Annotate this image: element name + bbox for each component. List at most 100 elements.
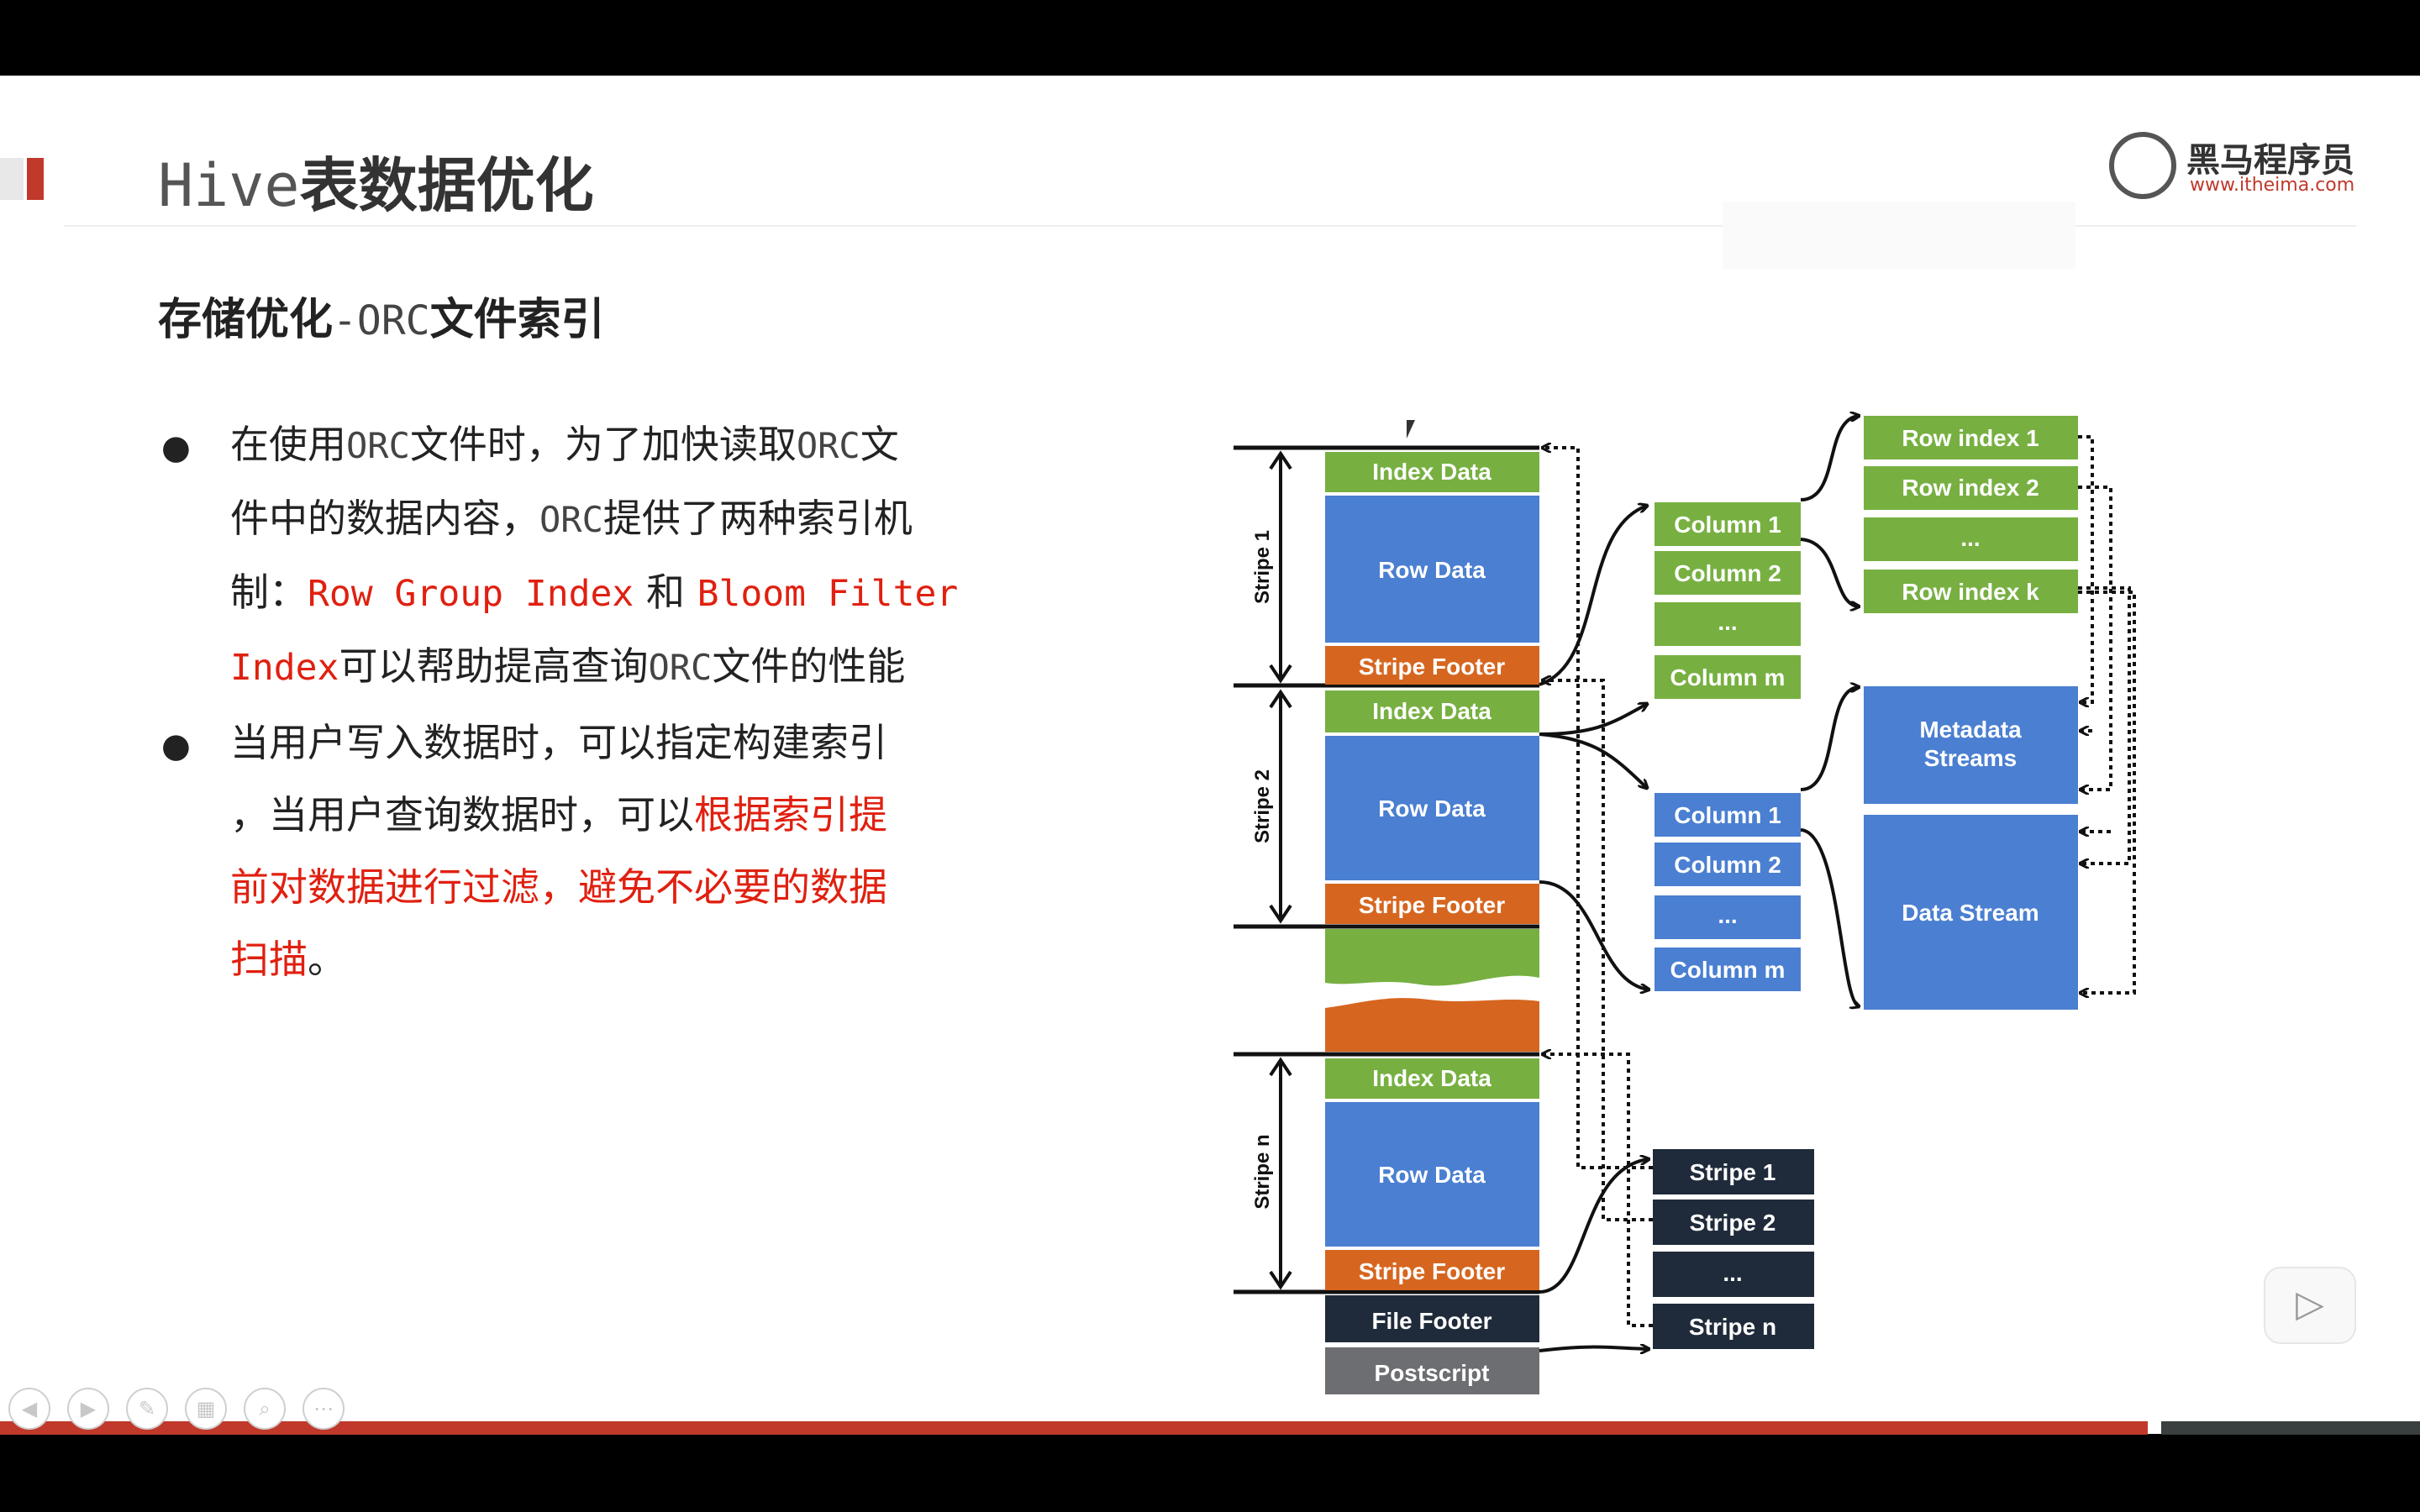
text-run: ORC: [346, 425, 410, 466]
row-index-block: [1864, 570, 2078, 613]
bullet-1-text: 在使用ORC文件时，为了加快读取ORC文 件中的数据内容，ORC提供了两种索引机…: [230, 408, 958, 704]
column-block: [1655, 793, 1801, 837]
more-icon[interactable]: ⋯: [302, 1388, 345, 1430]
row-index-label: Row index 2: [1902, 475, 2039, 501]
arrow-footer2-to-column-m: [1539, 880, 1649, 990]
pen-icon[interactable]: ✎: [126, 1388, 168, 1430]
dotted-connector-arrows: [1543, 435, 2136, 1327]
footer-stripe-label: Stripe 1: [1690, 1159, 1776, 1185]
footer-stripe-label: ...: [1723, 1260, 1742, 1286]
logo-url: www.itheima.com: [2190, 175, 2355, 196]
bullet-1-line-1: 在使用ORC文件时，为了加快读取ORC文: [230, 408, 958, 482]
text-run: 提供了两种索引机: [602, 496, 913, 541]
highlight-index: Index: [230, 647, 339, 689]
dotted-stripe1-ref: [1543, 448, 1653, 1169]
highlight-text: 根据索引提: [694, 792, 887, 837]
logo-horse-icon: [2109, 132, 2176, 199]
bullet-1-line-2: 件中的数据内容，ORC提供了两种索引机: [230, 482, 958, 556]
column-label: Column m: [1670, 957, 1786, 983]
bullet-1-line-3: 制：Row Group Index 和 Bloom Filter: [230, 556, 958, 630]
torn-orange-fragment: [1325, 998, 1539, 1052]
stripe-1-arrowheads: [1269, 450, 1292, 684]
slides-icon[interactable]: ▦: [185, 1388, 227, 1430]
column-block: [1655, 895, 1801, 939]
slide-progress-bar: [0, 1421, 2148, 1435]
stripe-1-footer-block: [1325, 646, 1539, 685]
file-footer-label: File Footer: [1371, 1308, 1491, 1334]
next-icon[interactable]: ▶: [67, 1388, 109, 1430]
torn-green-fragment: [1325, 929, 1539, 986]
stripe-n-footer-block: [1325, 1250, 1539, 1290]
zoom-icon[interactable]: ⌕: [244, 1388, 286, 1430]
text-run: 和: [634, 570, 697, 615]
footer-stripe-label: Stripe n: [1689, 1314, 1776, 1340]
row-index-label: ...: [1960, 525, 1980, 551]
metadata-streams-block: [1864, 686, 2078, 804]
section-subtitle: 存储优化-ORC文件索引: [158, 284, 605, 347]
arrow-column1-to-rowindex1: [1800, 416, 1859, 501]
brand-logo: 黑马程序员 www.itheima.com: [2109, 128, 2361, 203]
stripe-2-row-label: Row Data: [1378, 795, 1486, 822]
text-run: 制：: [230, 570, 308, 615]
stripe-span-arrows: [1269, 450, 1292, 1290]
slide-title: Hive表数据优化: [158, 139, 594, 223]
text-run: ORC: [648, 647, 713, 688]
bullet-2-line-4: 扫描。: [230, 923, 887, 995]
column-label: ...: [1718, 609, 1737, 635]
stripe-2-index-block: [1325, 690, 1539, 732]
stripe-2-index-label: Index Data: [1372, 698, 1491, 724]
column-label: Column m: [1670, 664, 1786, 690]
mouse-cursor-icon: [1407, 420, 1415, 438]
dotted-stripen-ref: [1543, 1054, 1653, 1327]
column-block: [1655, 655, 1801, 699]
play-icon[interactable]: ▷: [2264, 1267, 2356, 1344]
prev-icon[interactable]: ◀: [8, 1388, 50, 1430]
highlight-text: 前对数据进行过滤，避免不必要的数据: [230, 864, 887, 910]
text-run: 。: [308, 937, 346, 982]
footer-stripe-label: Stripe 2: [1690, 1210, 1776, 1236]
column-block: [1655, 551, 1801, 595]
text-run: 当用户写入数据时，可以指定构建索引: [230, 720, 887, 765]
footer-stripe-block: [1653, 1252, 1814, 1297]
column-label: ...: [1718, 902, 1737, 928]
column-block: [1655, 502, 1801, 546]
stripe-n-row-label: Row Data: [1378, 1162, 1486, 1188]
dotted-rowindex1-ref: [2078, 435, 2094, 702]
stripe-2-footer-block: [1325, 884, 1539, 924]
highlight-bloom-filter: Bloom Filter: [697, 573, 959, 615]
orc-structure-diagram: Stripe 1 Stripe 2 Stripe n Index Data Ro…: [1234, 328, 2136, 1394]
highlight-text: 扫描: [230, 937, 308, 982]
arrow-column1-to-rowindex-k: [1800, 538, 1859, 606]
slide-progress-track: [2161, 1421, 2420, 1435]
row-index-block: [1864, 416, 2078, 459]
data-stream-label: Data Stream: [1902, 900, 2039, 926]
stripe-2-label: Stripe 2: [1251, 769, 1274, 843]
subtitle-part3: 文件索引: [429, 295, 605, 345]
watermark-area: [1723, 202, 2075, 269]
dotted-rowindexk-ref: [2078, 586, 2131, 864]
bullet-1-line-4: Index可以帮助提高查询ORC文件的性能: [230, 630, 958, 704]
stripe-n-footer-label: Stripe Footer: [1359, 1258, 1505, 1284]
stripe-1-label: Stripe 1: [1251, 530, 1274, 604]
text-run: ORC: [796, 425, 860, 466]
row-index-label: Row index 1: [1902, 425, 2039, 451]
bullet-2-text: 当用户写入数据时，可以指定构建索引 ，当用户查询数据时，可以根据索引提 前对数据…: [230, 706, 887, 995]
file-footer-block: [1325, 1295, 1539, 1342]
row-index-block: [1864, 517, 2078, 561]
text-run: ORC: [539, 499, 603, 540]
arrow-index2-to-column-m: [1539, 704, 1647, 736]
stripe-2-row-block: [1325, 736, 1539, 880]
stripe-2-arrowheads: [1269, 689, 1292, 924]
arrow-columns2-to-metadata: [1800, 687, 1859, 791]
title-accent-bar-red: [27, 158, 44, 200]
title-cn: 表数据优化: [299, 151, 594, 220]
dotted-datastream-ref: [2078, 591, 2136, 993]
postscript-label: Postscript: [1375, 1360, 1490, 1386]
footer-stripe-block: [1653, 1304, 1814, 1349]
bullet-2-line-3: 前对数据进行过滤，避免不必要的数据: [230, 851, 887, 923]
highlight-row-group-index: Row Group Index: [308, 573, 634, 615]
text-run: 文件时，为了加快读取: [409, 422, 797, 467]
title-divider: [64, 225, 2356, 227]
dotted-rowindex2-ref: [2078, 486, 2112, 790]
